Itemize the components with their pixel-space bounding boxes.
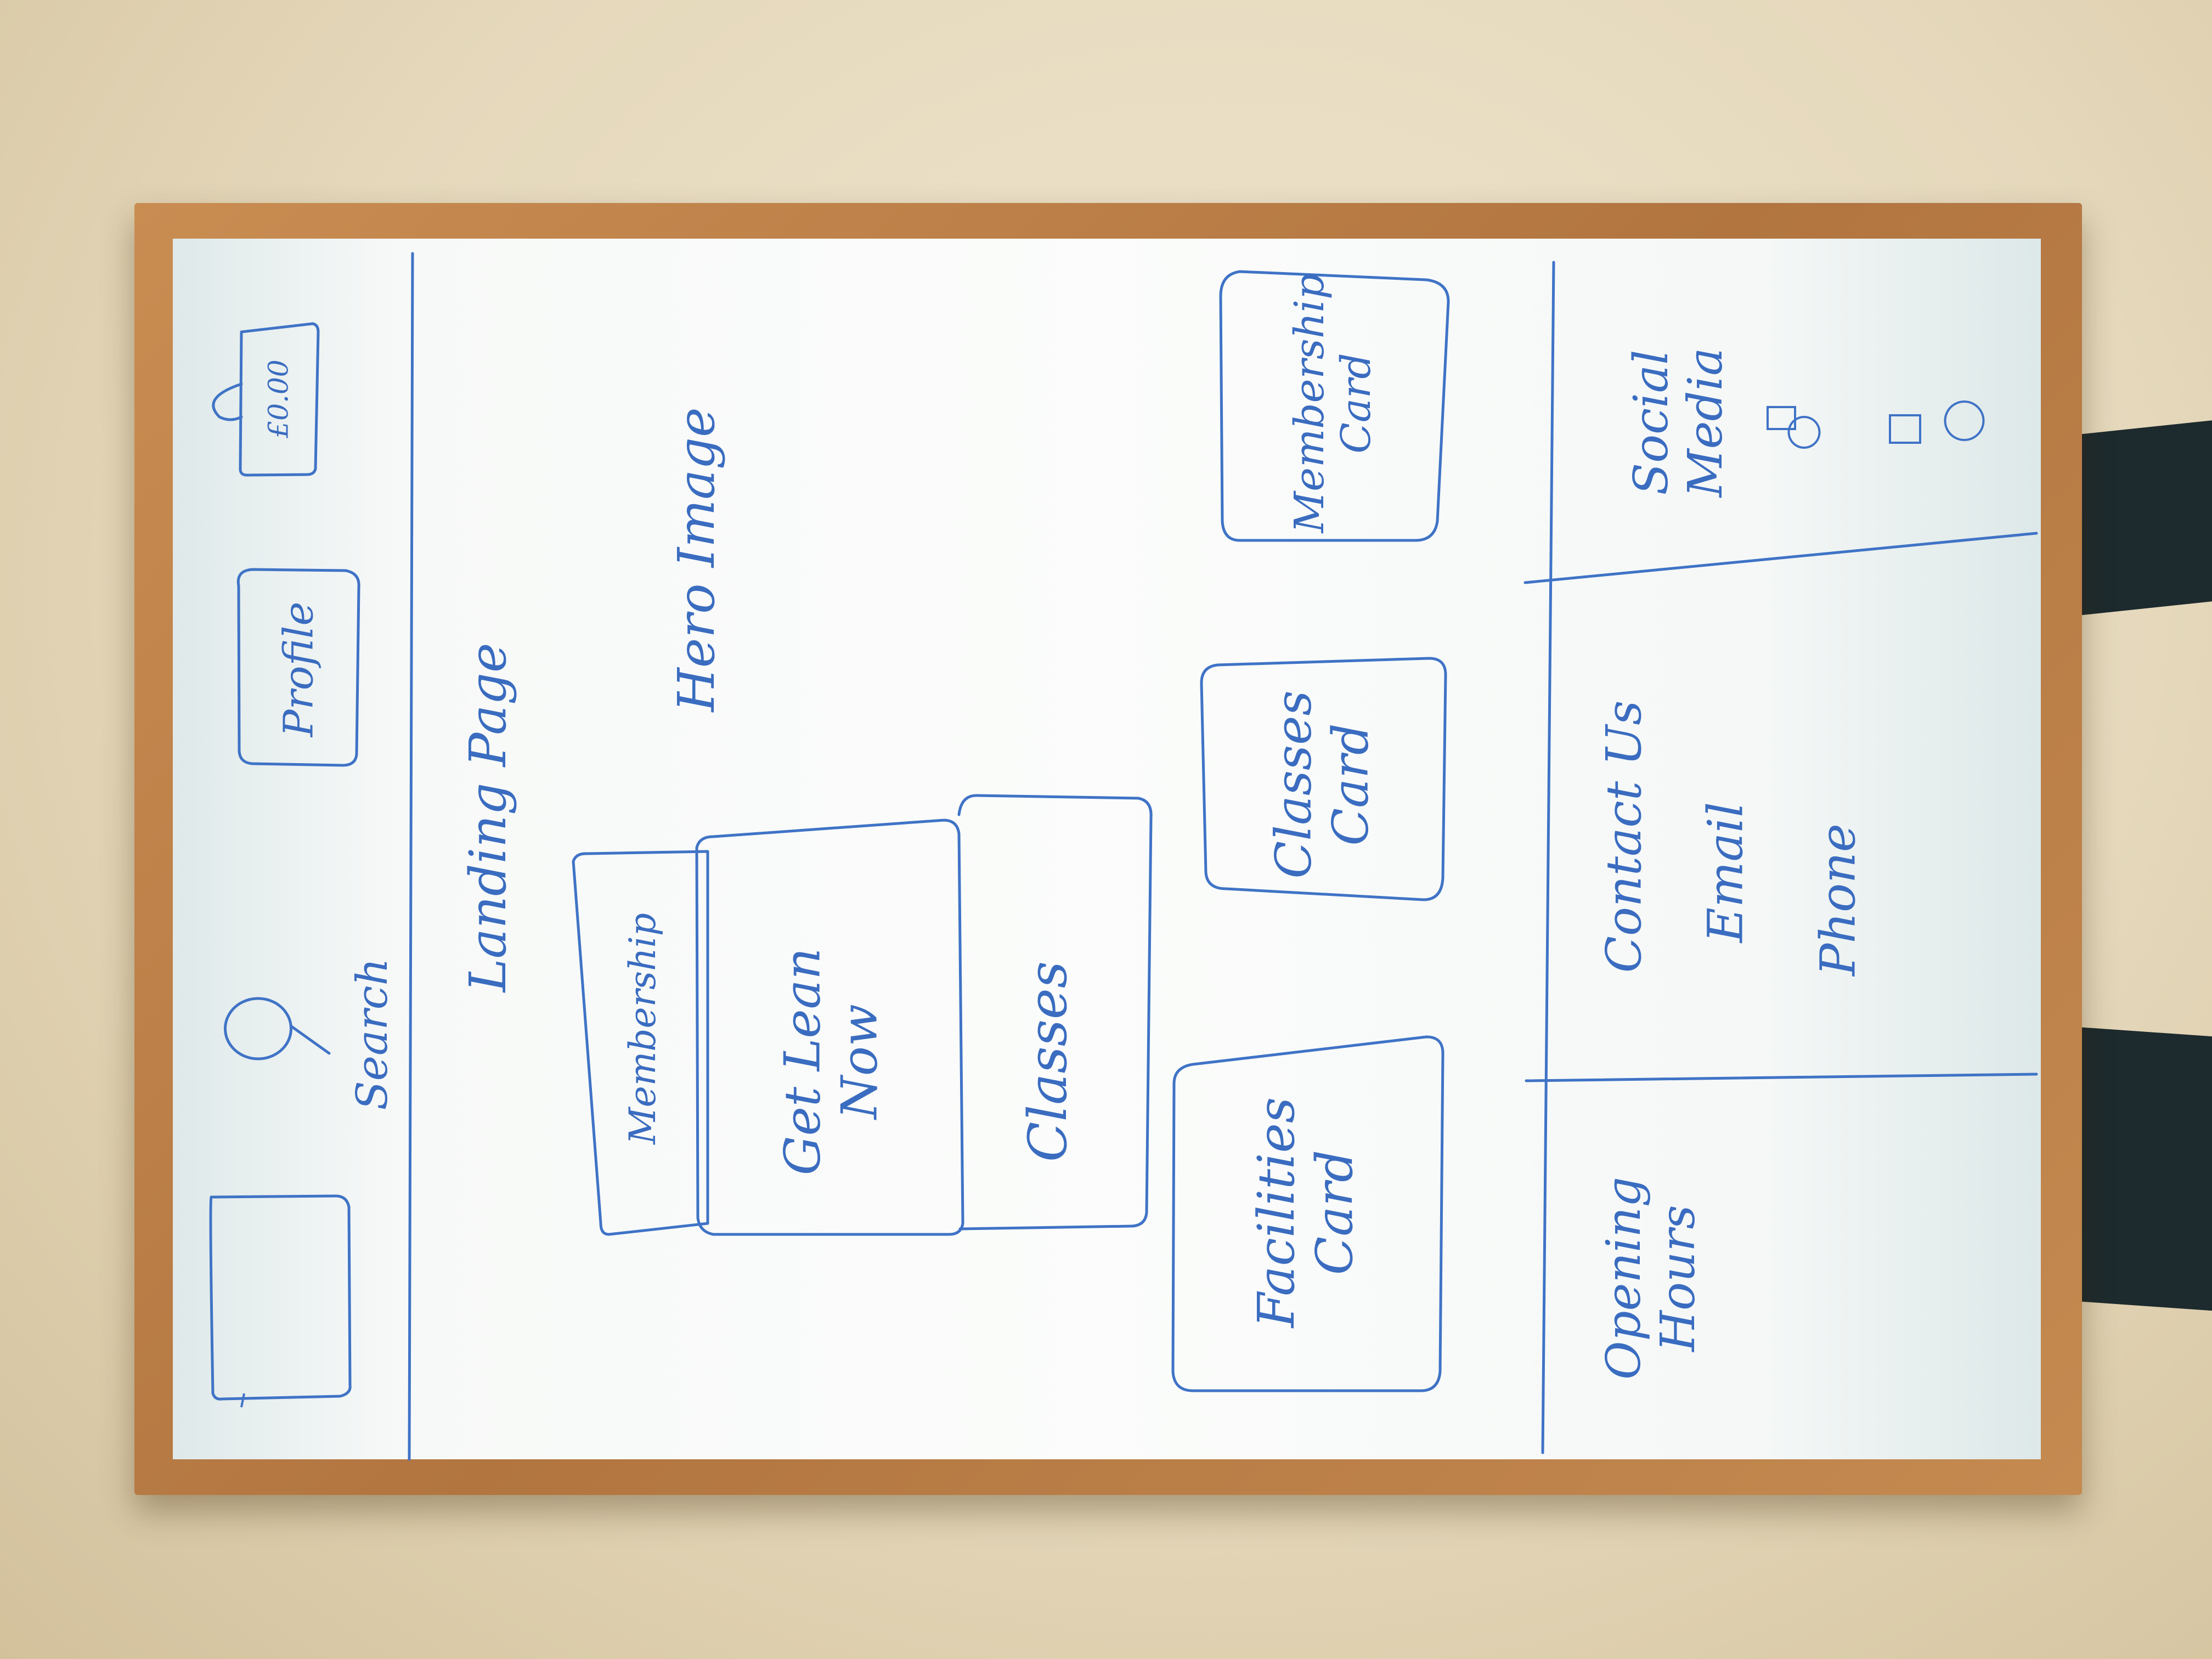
opening-hours-label: Opening Hours: [1596, 1177, 1706, 1380]
tab-get-lean-now[interactable]: Get Lean Now: [774, 947, 889, 1176]
facilities-card-box: [1171, 1035, 1444, 1392]
social-icon-4: [1944, 400, 1985, 441]
social-media-label: Social Media: [1624, 347, 1733, 498]
contact-us-title: Contact Us: [1595, 700, 1652, 973]
profile-label[interactable]: Profile: [275, 601, 323, 737]
classes-card-label: Classes Card: [1265, 690, 1380, 879]
classes-card-box: [1200, 657, 1447, 901]
whiteboard-surface: [173, 239, 2041, 1459]
tab-classes-box: [957, 794, 1153, 1231]
header-divider: [408, 252, 414, 1461]
social-icon-2: [1787, 416, 1821, 449]
hero-image-label: Hero Image: [667, 407, 726, 712]
social-icon-1: [1767, 406, 1796, 430]
logo-placeholder: [209, 1194, 352, 1401]
tab-membership[interactable]: Membership: [622, 913, 664, 1144]
footer-divider: [1541, 261, 1555, 1454]
tab-get-lean-box: [695, 819, 964, 1236]
social-icon-3: [1889, 414, 1921, 444]
basket-icon: [239, 322, 320, 477]
page-title: Landing Page: [459, 642, 518, 992]
cart-total-label[interactable]: £0.00: [262, 359, 295, 438]
membership-card-box: [1219, 270, 1450, 542]
profile-button: [236, 568, 360, 767]
membership-card-label: Membership Card: [1285, 273, 1380, 533]
search-label: Search: [348, 958, 398, 1110]
tab-classes[interactable]: Classes: [1017, 961, 1079, 1162]
contact-email[interactable]: Email: [1697, 802, 1754, 943]
tab-membership-box: [572, 850, 709, 1236]
footer-divider-hours: [1525, 1073, 2038, 1082]
facilities-card-label: Facilities Card: [1247, 1097, 1364, 1328]
contact-phone[interactable]: Phone: [1809, 823, 1866, 976]
search-icon: [224, 997, 292, 1060]
footer-divider-social: [1523, 532, 2038, 584]
